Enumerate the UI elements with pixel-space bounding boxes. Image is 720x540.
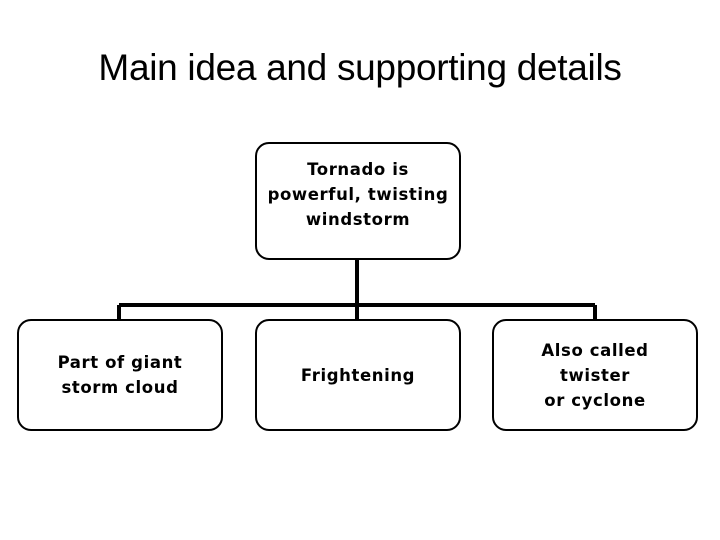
detail-label-right: Also called twister or cyclone <box>541 340 649 410</box>
detail-label-left: Part of giant storm cloud <box>57 353 183 397</box>
detail-label-middle: Frightening <box>300 365 416 385</box>
detail-box-right[interactable]: Also called twister or cyclone <box>492 319 698 431</box>
page-title: Main idea and supporting details <box>98 47 622 88</box>
detail-box-left[interactable]: Part of giant storm cloud <box>17 319 223 431</box>
detail-box-middle[interactable]: Frightening <box>255 319 461 431</box>
main-idea-box[interactable]: Tornado is powerful, twisting windstorm <box>255 142 461 260</box>
main-idea-label: Tornado is powerful, twisting windstorm <box>267 160 449 229</box>
